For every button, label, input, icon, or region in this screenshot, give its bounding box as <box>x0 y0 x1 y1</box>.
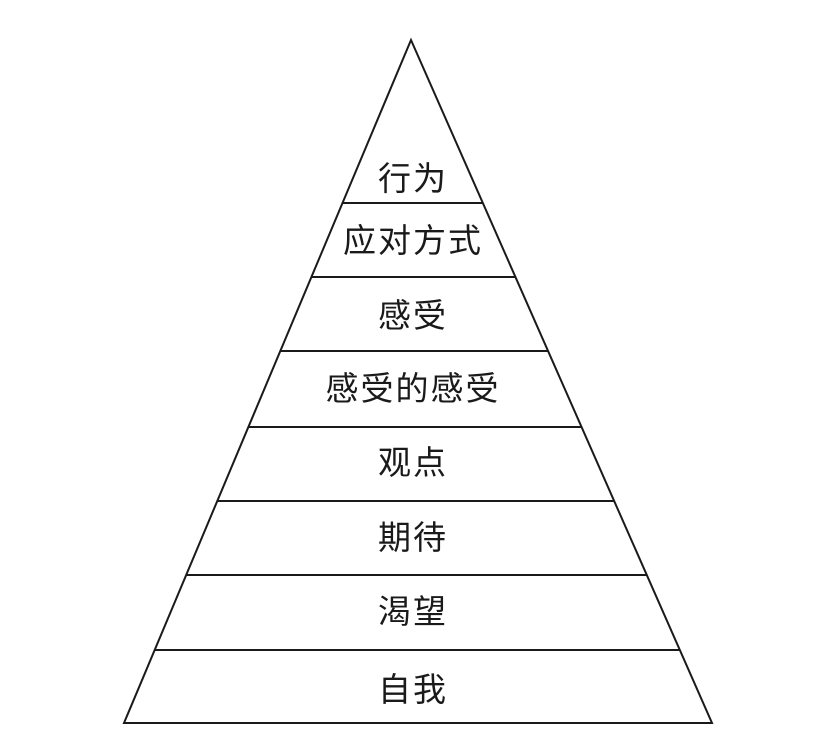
layer-label: 感受 <box>378 296 448 335</box>
pyramid-outline <box>122 37 714 724</box>
layer-label: 应对方式 <box>343 221 483 260</box>
layer-label: 观点 <box>378 443 448 482</box>
layer-label: 感受的感受 <box>326 369 501 408</box>
pyramid-layer-dividers <box>154 202 680 651</box>
layer-label: 自我 <box>378 670 448 709</box>
layer-label: 行为 <box>378 159 448 198</box>
layer-label: 渴望 <box>378 592 448 631</box>
layer-label: 期待 <box>378 518 448 557</box>
